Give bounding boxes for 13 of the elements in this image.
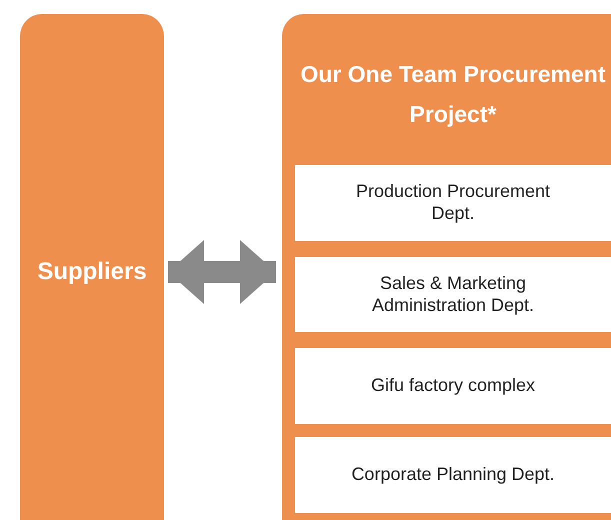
double-arrow <box>168 240 276 304</box>
group-panel <box>282 14 611 520</box>
entity-box <box>20 14 164 520</box>
panel-heading: Our One Team Procurement Project* <box>299 60 607 129</box>
department-box <box>295 257 611 332</box>
node-label: Production Procurement Dept. <box>354 181 552 225</box>
department-box <box>295 437 611 513</box>
node-label: Gifu factory complex <box>370 375 536 397</box>
department-box <box>295 165 611 241</box>
node-label: Sales & Marketing Administration Dept. <box>370 272 536 316</box>
department-box <box>295 348 611 424</box>
node-label: Suppliers <box>37 258 147 286</box>
node-label: Corporate Planning Dept. <box>351 464 555 486</box>
